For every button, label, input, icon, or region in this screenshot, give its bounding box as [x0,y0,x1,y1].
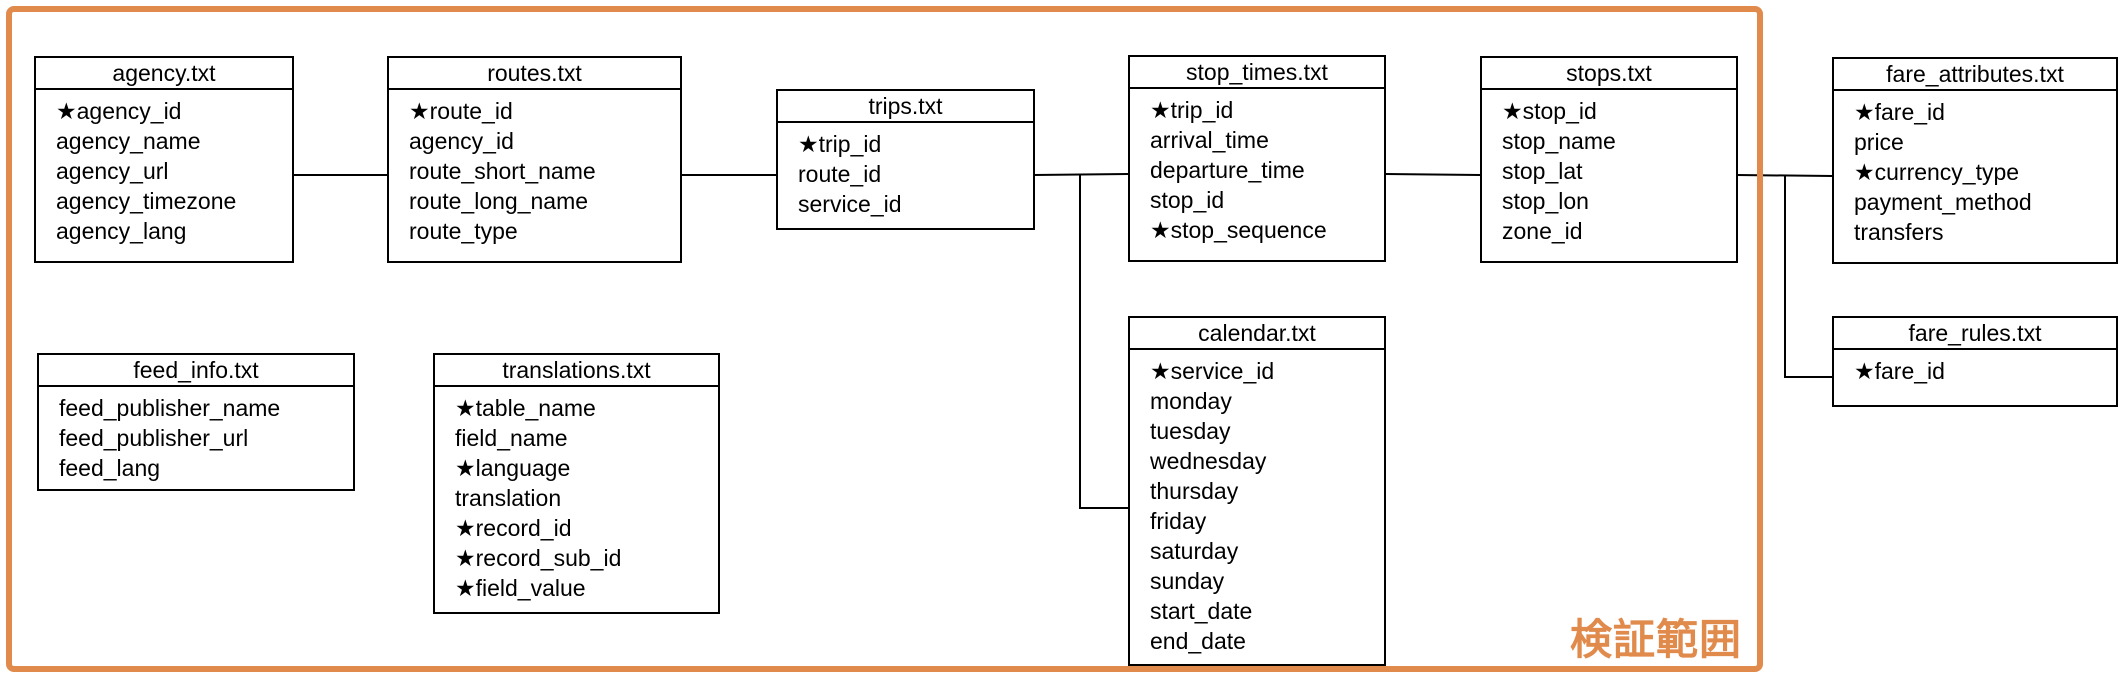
primary-key-field: ★trip_id [798,131,882,157]
field: stop_lon [1502,188,1589,214]
field: translation [455,485,562,511]
field: agency_url [56,158,169,184]
link-stops-fare-rules [1784,175,1832,378]
table-title: fare_rules.txt [1834,318,2116,350]
field: agency_timezone [56,188,237,214]
primary-key-field: ★field_value [455,575,586,601]
primary-key-field: ★stop_sequence [1150,217,1327,243]
link-stop-times-stops [1384,173,1481,176]
field: arrival_time [1150,127,1269,153]
field: feed_lang [59,455,161,481]
field-list: ★table_name field_name ★language translatio… [435,387,718,603]
primary-key-field: ★fare_id [1854,99,1945,125]
field: monday [1150,388,1232,414]
field: agency_name [56,128,201,154]
field-list: ★stop_id stop_name stop_lat stop_lon zone_id [1482,90,1736,246]
field: stop_name [1502,128,1616,154]
primary-key-field: ★service_id [1150,358,1275,384]
field: end_date [1150,628,1246,654]
field: stop_lat [1502,158,1583,184]
link-trips-calendar [1079,175,1128,509]
primary-key-field: ★trip_id [1150,97,1234,123]
field: payment_method [1854,189,2032,215]
field: route_type [409,218,518,244]
primary-key-field: ★agency_id [56,98,182,124]
primary-key-field: ★route_id [409,98,513,124]
field: zone_id [1502,218,1583,244]
field-list: ★agency_id agency_name agency_url agency_ti… [36,90,292,246]
field: transfers [1854,219,1944,245]
field-list: ★trip_id route_id service_id [778,123,1033,219]
field: route_short_name [409,158,596,184]
table-title: trips.txt [778,91,1033,123]
table-title: stops.txt [1482,58,1736,90]
field-list: ★route_id agency_id route_short_name route_… [389,90,680,246]
field: stop_id [1150,187,1225,213]
primary-key-field: ★table_name [455,395,596,421]
field: departure_time [1150,157,1305,183]
primary-key-field: ★fare_id [1854,358,1945,384]
field-list: ★fare_id [1834,350,2116,386]
table-title: feed_info.txt [39,355,353,387]
field: feed_publisher_name [59,395,281,421]
primary-key-field: ★record_sub_id [455,545,622,571]
field: friday [1150,508,1207,534]
table-title: routes.txt [389,58,680,90]
table-agency: agency.txt ★agency_id agency_name agency_u… [34,56,294,263]
field: saturday [1150,538,1239,564]
table-trips: trips.txt ★trip_id route_id service_id [776,89,1035,230]
field: wednesday [1150,448,1267,474]
primary-key-field: ★record_id [455,515,572,541]
primary-key-field: ★currency_type [1854,159,2020,185]
field: tuesday [1150,418,1231,444]
primary-key-field: ★stop_id [1502,98,1597,124]
table-title: calendar.txt [1130,318,1384,350]
table-title: stop_times.txt [1130,57,1384,89]
field: start_date [1150,598,1253,624]
verification-scope-frame [6,6,1763,672]
field: route_id [798,161,882,187]
field: price [1854,129,1904,155]
table-fare-rules: fare_rules.txt ★fare_id [1832,316,2118,407]
field-list: ★trip_id arrival_time departure_time stop_i… [1130,89,1384,245]
field: service_id [798,191,902,217]
table-translations: translations.txt ★table_name field_name ★l… [433,353,720,614]
field: route_long_name [409,188,589,214]
table-title: translations.txt [435,355,718,387]
verification-scope-label: 検証範囲 [1570,615,1743,664]
field: sunday [1150,568,1225,594]
field: field_name [455,425,568,451]
field: thursday [1150,478,1239,504]
link-trips-stop-times [1033,173,1129,176]
field: agency_lang [56,218,187,244]
table-title: agency.txt [36,58,292,90]
primary-key-field: ★language [455,455,571,481]
field: agency_id [409,128,514,154]
table-title: fare_attributes.txt [1834,59,2116,91]
table-stops: stops.txt ★stop_id stop_name stop_lat stop_… [1480,56,1738,263]
field: feed_publisher_url [59,425,249,451]
table-routes: routes.txt ★route_id agency_id route_short… [387,56,682,263]
